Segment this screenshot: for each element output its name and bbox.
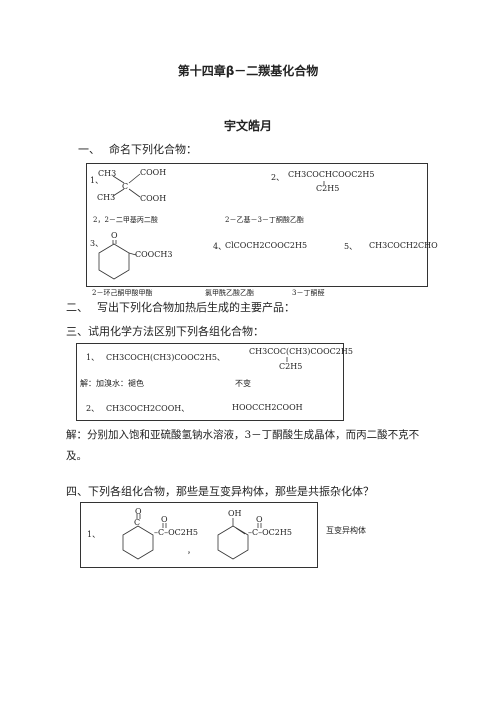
compound-separator: ，	[187, 546, 195, 555]
row-2-number: 2、	[86, 404, 100, 413]
item-3-oxygen: O	[111, 231, 118, 240]
section-2-heading: 二、 写出下列化合物加热后生成的主要产品：	[66, 301, 295, 314]
item-4-number: 4、	[213, 242, 227, 251]
item-3-name: 2－环己酮甲酸甲酯	[92, 289, 153, 297]
item-1-cooh-top: COOH	[140, 168, 167, 177]
item-5-name: 3－丁酮醛	[292, 289, 325, 297]
tautomer-label: 互变异构体	[326, 526, 366, 535]
section-4-box	[80, 502, 318, 568]
item-4-name: 氯甲酰乙酸乙酯	[205, 289, 254, 297]
section-4-heading: 四、下列各组化合物，那些是互变异构体，那些是共振杂化体？	[66, 485, 374, 498]
item-5-formula: CH3COCH2CHO	[369, 241, 438, 250]
section-3-solution: 解：分别加入饱和亚硫酸氢钠水溶液，3－丁酮酸生成晶体，而丙二酸不克不及。	[66, 429, 420, 462]
section-1-heading: 一、 命名下列化合物：	[78, 143, 197, 156]
row-1-compound-b: CH3COC(CH3)COOC2H5	[249, 347, 353, 356]
item-5-number: 5、	[344, 242, 358, 251]
right-ester-oxygen: O	[256, 515, 263, 524]
item-1-ch3-top: CH3	[98, 169, 117, 178]
item-2-formula: CH3COCHCOOC2H5	[288, 170, 375, 179]
row-1-number: 1、	[86, 353, 100, 362]
item-1-carbon: C	[122, 182, 129, 191]
section-1-box	[86, 163, 428, 287]
item-2-substituent: C2H5	[316, 184, 340, 193]
document-title: 第十四章β－二羰基化合物	[177, 64, 319, 78]
item-2-number: 2、	[271, 173, 285, 182]
right-hydroxyl: OH	[228, 509, 242, 518]
author-name: 宇文皓月	[223, 119, 272, 133]
answer-left: 解：加溴水：褪色	[80, 379, 144, 388]
section-3-box	[76, 343, 344, 421]
item-2-name: 2－乙基－3－丁酮酸乙酯	[225, 216, 304, 224]
item-3-ester: COOCH3	[135, 250, 173, 259]
item-1-number: 1、	[90, 176, 104, 185]
section-3-heading: 三、试用化学方法区别下列各组化合物：	[66, 325, 264, 338]
left-ester-chain: –C–OC2H5	[154, 528, 198, 537]
row-1-substituent: C2H5	[279, 362, 303, 371]
item-4-formula: ClCOCH2COOC2H5	[225, 241, 308, 250]
row-2-compound-a: CH3COCH2COOH、	[106, 404, 190, 413]
item-1-ch3-bottom: CH3	[97, 193, 116, 202]
item-1-cooh-bottom: COOH	[140, 194, 167, 203]
left-ester-oxygen: O	[161, 515, 168, 524]
answer-right: 不变	[235, 379, 251, 388]
item-3-number: 3、	[90, 239, 104, 248]
row-2-compound-b: HOOCCH2COOH	[232, 403, 303, 412]
left-ring-carbon: C	[134, 518, 141, 527]
row-1-compound-a: CH3COCH(CH3)COOC2H5、	[106, 353, 225, 362]
item-1-name: 2，2－二甲基丙二酸	[93, 216, 158, 224]
right-ester-chain: –C–OC2H5	[248, 528, 292, 537]
section-4-item-number: 1、	[87, 530, 101, 539]
left-ring-oxygen: O	[135, 507, 142, 516]
